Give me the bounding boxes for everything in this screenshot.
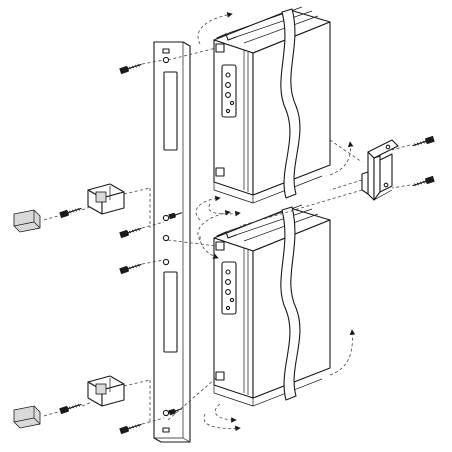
screw-icon [119, 263, 142, 275]
screw-icon [168, 408, 183, 416]
screw-icon [119, 63, 142, 75]
screws [59, 63, 435, 435]
clip-top [87, 183, 125, 215]
cover-cap-top [13, 209, 41, 233]
screw-icon [119, 423, 142, 435]
screw-icon [412, 175, 435, 187]
module-top [213, 6, 331, 204]
screw-icon [59, 207, 82, 219]
screw-icon [168, 212, 183, 220]
assembly-lines [43, 47, 411, 425]
break-lines [280, 8, 301, 401]
screw-icon [59, 403, 82, 415]
screw-icon [412, 135, 435, 147]
motion-arrows [195, 12, 356, 432]
screw-icon [119, 227, 142, 239]
module-bottom [213, 204, 331, 407]
bracket [361, 139, 399, 201]
clip-bottom [87, 375, 125, 407]
cover-cap-bottom [13, 405, 41, 429]
mounting-plate [153, 41, 191, 443]
